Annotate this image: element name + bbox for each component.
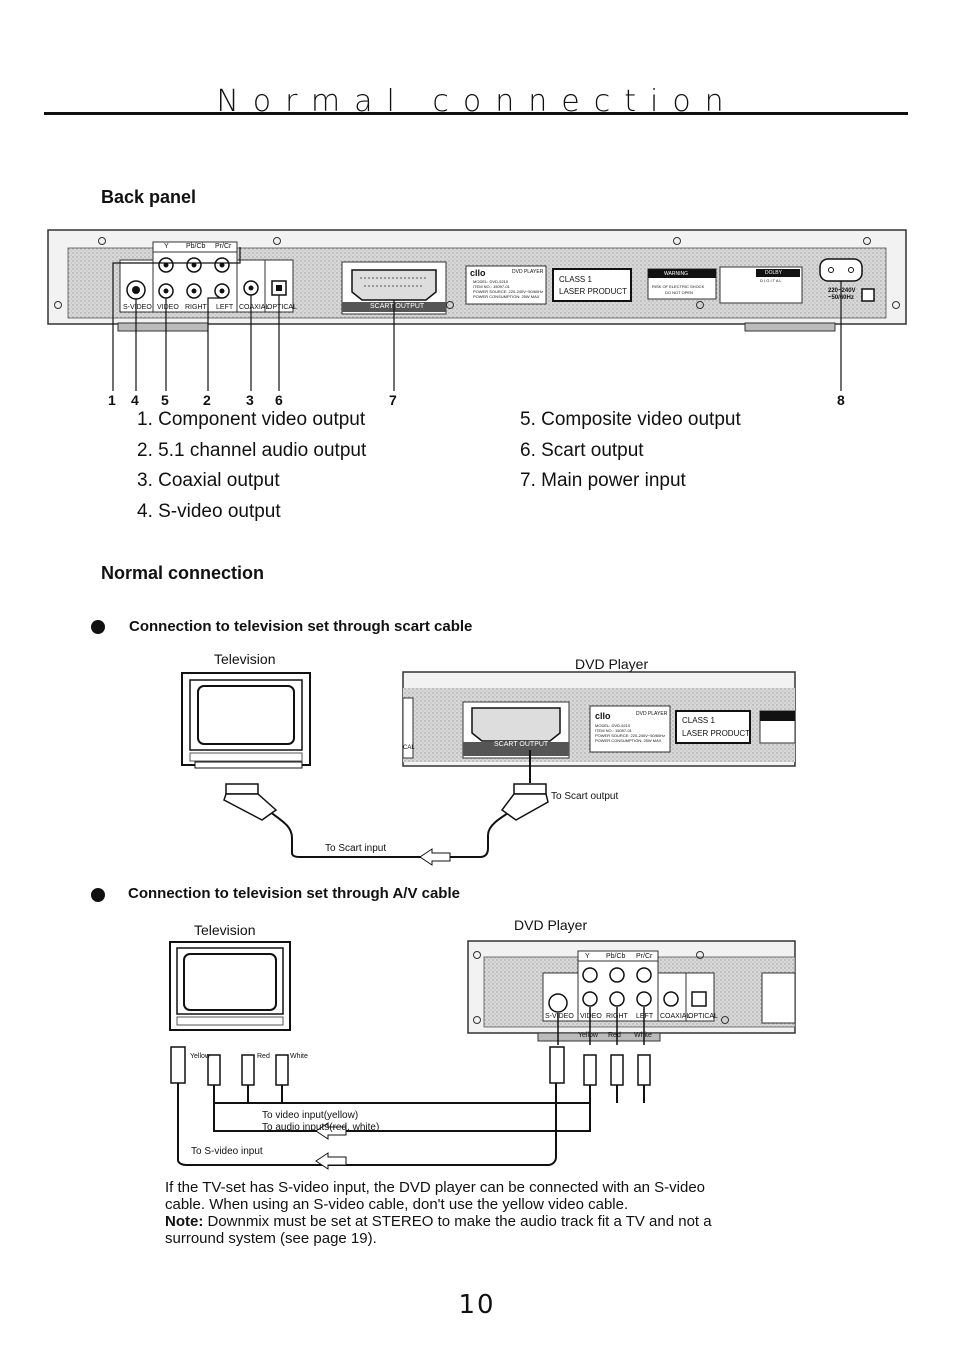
av-tv-label: Television (194, 922, 256, 938)
list-item: 7. Main power input (520, 470, 686, 491)
jack-label-scart: SCART OUTPUT (370, 303, 425, 310)
jack-label-y: Y (164, 243, 169, 250)
tv-icon (181, 672, 311, 769)
note-text: Downmix must be set at STEREO to make th… (165, 1213, 712, 1247)
av-jack-label-right: RIGHT (606, 1013, 628, 1020)
rating-line4: POWER CONSUMPTION: 25W MAX (473, 294, 540, 299)
list-item: 3. Coaxial output (137, 470, 280, 491)
note-label: Note: (165, 1213, 204, 1230)
title-rule (44, 112, 908, 115)
av-jack-label-prcr: Pr/Cr (636, 953, 653, 960)
av-section-heading: Connection to television set through A/V… (128, 885, 460, 902)
callout-6: 6 (275, 392, 283, 408)
list-item: 2. 5.1 channel audio output (137, 439, 367, 461)
power-line1: 220~240V (828, 288, 856, 294)
items-left: 1. Component video output 2. 5.1 channel… (137, 405, 366, 527)
av-jack-label-coaxial: COAXIAL (660, 1013, 691, 1020)
scart-cut-label: CAL (403, 745, 415, 751)
warning-line2: DO NOT OPEN (665, 290, 693, 295)
av-jack-label-y: Y (585, 953, 590, 960)
callout-4: 4 (131, 392, 139, 408)
bullet-icon (91, 620, 105, 634)
scart-diagram (181, 671, 796, 866)
scart-rating-line3: POWER SOURCE: 220-240V~50/60Hz (595, 733, 666, 738)
jack-label-prcr: Pr/Cr (215, 243, 232, 250)
rating-product: DVD PLAYER (512, 269, 544, 275)
callout-7: 7 (389, 392, 397, 408)
rating-brand: cllo (470, 268, 486, 278)
rating-line3: POWER SOURCE: 220-240V~50/60Hz (473, 289, 544, 294)
jack-label-left: LEFT (216, 304, 234, 311)
dolby-sub: D I G I T A L (760, 278, 782, 283)
scart-section-heading: Connection to television set through sca… (129, 618, 473, 635)
class-line2: LASER PRODUCT (559, 287, 628, 296)
back-panel-diagram (47, 229, 907, 391)
scart-class-line2: LASER PRODUCT (682, 729, 751, 738)
tv-plug-white: White (290, 1053, 308, 1060)
jack-label-optical: OPTICAL (267, 304, 297, 311)
scart-dvd-label: DVD Player (575, 656, 649, 672)
power-line2: ~50/60Hz (828, 295, 854, 301)
class-line1: CLASS 1 (559, 275, 592, 284)
paragraph-text: If the TV-set has S-video input, the DVD… (165, 1179, 706, 1213)
av-jack-label-left: LEFT (636, 1013, 654, 1020)
av-jack-label-optical: OPTICAL (688, 1013, 718, 1020)
callout-2: 2 (203, 392, 211, 408)
to-svideo-input: To S-video input (191, 1146, 263, 1157)
scart-rating-brand: cllo (595, 711, 611, 721)
rating-line1: MODEL: DVD-5210 (473, 279, 509, 284)
callout-5: 5 (161, 392, 169, 408)
jack-label-pbcb: Pb/Cb (186, 243, 206, 250)
jack-label-video: VIDEO (157, 304, 179, 311)
av-diagram (169, 940, 796, 1170)
dvd-plug-yellow: Yellow (578, 1032, 598, 1039)
callout-1: 1 (108, 392, 116, 408)
av-jack-label-video: VIDEO (580, 1013, 602, 1020)
jack-label-svideo: S-VIDEO (123, 304, 152, 311)
to-scart-input: To Scart input (325, 843, 387, 854)
dolby-brand: DOLBY (765, 270, 782, 276)
scart-rating-line1: MODEL: DVD-5210 (595, 723, 631, 728)
page-number: 10 (458, 1290, 496, 1320)
tv-icon (169, 941, 291, 1031)
dvd-plug-white: White (634, 1032, 652, 1039)
callout-3: 3 (246, 392, 254, 408)
tv-plug-yellow: Yellow (190, 1053, 210, 1060)
warning-line1: RISK OF ELECTRIC SHOCK (652, 284, 705, 289)
callout-8: 8 (837, 392, 845, 408)
list-item: 6. Scart output (520, 439, 644, 461)
rating-line2: ITEM NO.: 15097-01 (473, 284, 510, 289)
av-jack-label-pbcb: Pb/Cb (606, 953, 626, 960)
list-item: 5. Composite video output (520, 409, 741, 430)
av-dvd-label: DVD Player (514, 917, 588, 933)
svideo-paragraph: If the TV-set has S-video input, the DVD… (165, 1179, 725, 1247)
list-item: 1. Component video output (137, 409, 366, 430)
tv-plug-red: Red (257, 1053, 270, 1060)
scart-rating-line4: POWER CONSUMPTION: 25W MAX (595, 738, 662, 743)
jack-label-coaxial: COAXIAL (239, 304, 270, 311)
warning-head: WARNING (664, 271, 688, 277)
scart-rating-line2: ITEM NO.: 15097-01 (595, 728, 632, 733)
normal-connection-heading: Normal connection (101, 563, 265, 583)
scart-class-line1: CLASS 1 (682, 716, 715, 725)
items-right: 5. Composite video output 6. Scart outpu… (520, 405, 741, 497)
to-video-input: To video input(yellow) (262, 1110, 359, 1121)
bullet-icon (91, 888, 105, 902)
scart-panel-label: SCART OUTPUT (494, 741, 549, 748)
list-item: 4. S-video output (137, 500, 281, 522)
back-panel-heading: Back panel (101, 187, 197, 207)
jack-label-right: RIGHT (185, 304, 207, 311)
scart-tv-label: Television (214, 651, 276, 667)
to-audio-inputs: To audio inputs(red, white) (262, 1122, 380, 1133)
av-jack-label-svideo: S-VIDEO (545, 1013, 574, 1020)
dvd-plug-red: Red (608, 1032, 621, 1039)
to-scart-output: To Scart output (551, 791, 619, 802)
scart-rating-product: DVD PLAYER (636, 711, 668, 717)
